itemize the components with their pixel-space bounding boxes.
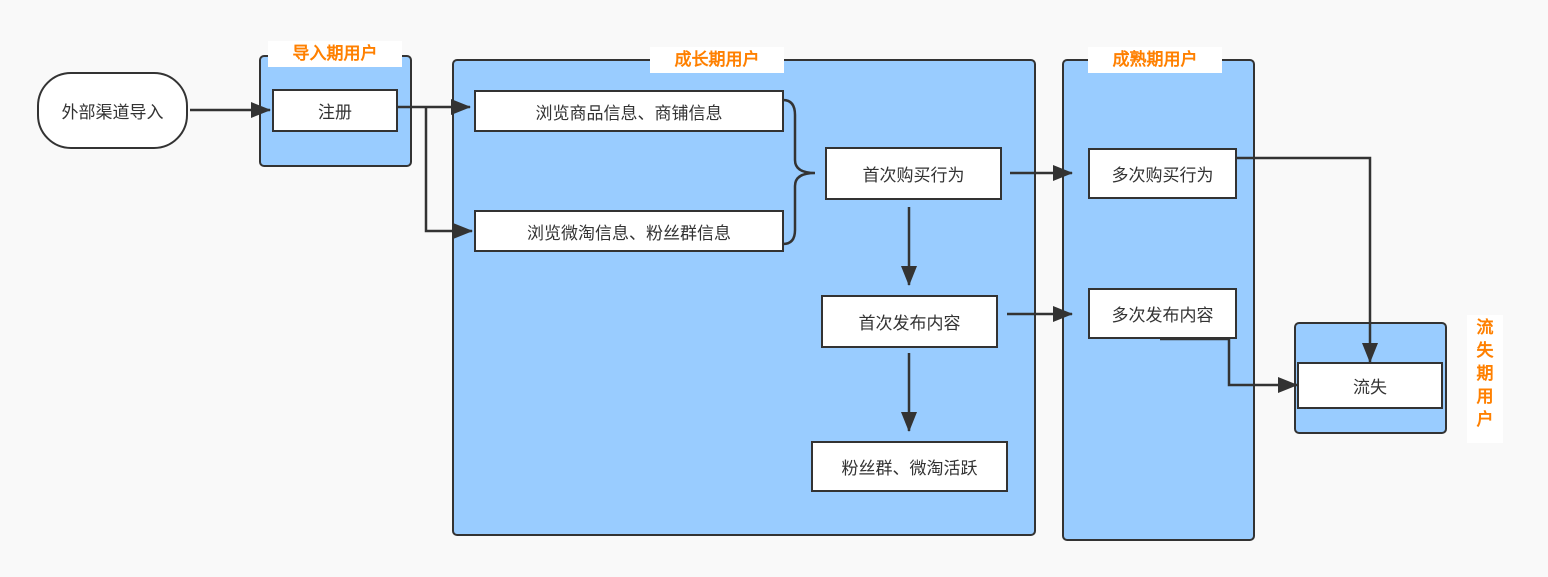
churn-title-char: 期 (1476, 364, 1494, 384)
fans-active-label: 粉丝群、微淘活跃 (841, 459, 978, 479)
churn-label: 流失 (1353, 378, 1387, 398)
external-channel-node: 外部渠道导入 (37, 72, 188, 149)
register-label: 注册 (318, 103, 352, 123)
external-channel-label: 外部渠道导入 (61, 103, 164, 123)
churn-stage-title: 流 失 期 用 户 (1467, 315, 1503, 443)
first-purchase-node: 首次购买行为 (825, 147, 1002, 200)
churn-title-char: 用 (1476, 387, 1494, 407)
first-publish-node: 首次发布内容 (821, 295, 998, 348)
fans-active-node: 粉丝群、微淘活跃 (811, 441, 1008, 492)
arrow-multi-publish-to-churn (1160, 337, 1298, 393)
churn-node: 流失 (1297, 362, 1443, 409)
multi-purchase-node: 多次购买行为 (1088, 148, 1237, 199)
intro-stage-title: 导入期用户 (268, 41, 402, 67)
churn-title-char: 户 (1476, 410, 1494, 430)
brace-merge (782, 98, 816, 246)
arrow-register-to-browse-weitao (424, 107, 473, 239)
arrow-multi-purchase-to-churn (1236, 156, 1378, 363)
first-purchase-label: 首次购买行为 (862, 166, 965, 186)
multi-publish-label: 多次发布内容 (1111, 306, 1214, 326)
mature-stage-title: 成熟期用户 (1088, 47, 1222, 73)
churn-title-char: 失 (1476, 341, 1494, 361)
browse-weitao-node: 浏览微淘信息、粉丝群信息 (474, 210, 784, 252)
multi-publish-node: 多次发布内容 (1088, 288, 1237, 339)
browse-weitao-label: 浏览微淘信息、粉丝群信息 (527, 223, 731, 244)
register-node: 注册 (272, 89, 398, 132)
growth-stage-title: 成长期用户 (650, 47, 784, 73)
first-publish-label: 首次发布内容 (858, 314, 961, 334)
browse-goods-node: 浏览商品信息、商铺信息 (474, 90, 784, 132)
multi-purchase-label: 多次购买行为 (1111, 166, 1214, 186)
browse-goods-label: 浏览商品信息、商铺信息 (535, 103, 723, 124)
churn-title-char: 流 (1476, 318, 1494, 338)
